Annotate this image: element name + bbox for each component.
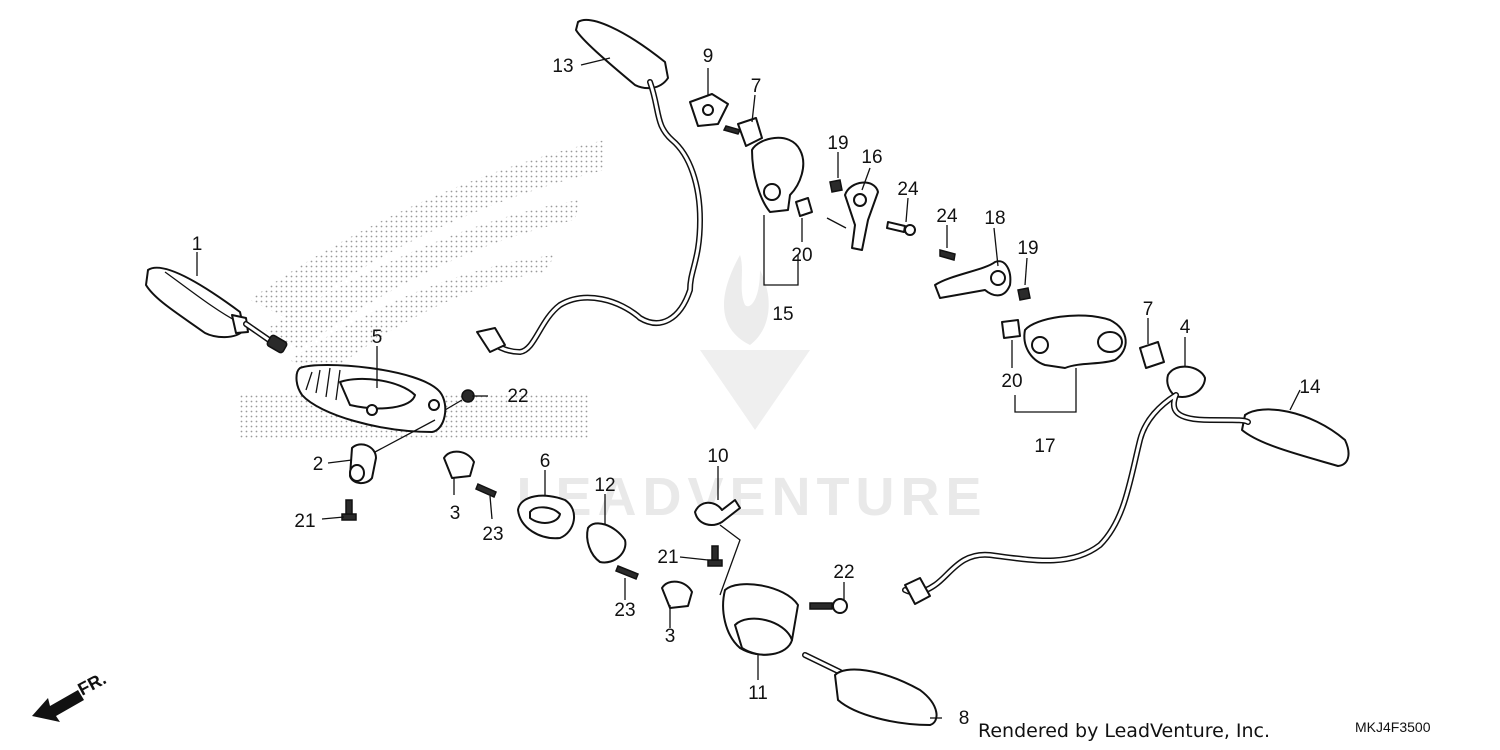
callout-16: 16 — [861, 147, 882, 168]
callout-23-lower: 23 — [614, 600, 635, 621]
callout-7-upper: 7 — [751, 76, 762, 97]
screw-part-23-left — [475, 482, 497, 499]
socket-part-12 — [586, 522, 627, 564]
screw-part-22-lower — [809, 598, 848, 614]
bolt-part-24-upper — [886, 221, 916, 236]
callout-20-upper: 20 — [791, 245, 812, 266]
lamp-housing-part-5 — [295, 364, 447, 433]
callout-20-right: 20 — [1001, 371, 1022, 392]
turn-signal-part-13 — [476, 18, 703, 355]
collar-part-7-right — [1139, 341, 1165, 369]
callout-18: 18 — [984, 208, 1005, 229]
callout-1: 1 — [192, 234, 203, 255]
watermark-logo: LEADVENTURE — [516, 255, 987, 527]
nut-part-19-right — [1017, 287, 1031, 301]
callout-19-right: 19 — [1017, 238, 1038, 259]
callout-3-lower: 3 — [665, 626, 676, 647]
callout-21-left: 21 — [294, 511, 315, 532]
nut-part-19-upper — [829, 179, 843, 193]
collar-part-7-upper — [722, 117, 763, 147]
plate-part-16 — [844, 181, 879, 251]
callout-labels: 1 2 3 3 4 5 6 7 7 8 9 10 11 12 13 14 15 … — [192, 46, 1321, 729]
callout-4: 4 — [1180, 317, 1191, 338]
clip-part-3-lower — [661, 580, 693, 609]
callout-14: 14 — [1299, 377, 1321, 398]
bracket-part-17 — [1001, 314, 1127, 369]
callout-13: 13 — [552, 56, 573, 77]
callout-11: 11 — [748, 683, 768, 704]
turn-signal-part-1 — [145, 266, 288, 354]
clip-part-3-left — [443, 450, 475, 479]
bracket-part-15 — [751, 136, 813, 217]
screw-part-21-left — [341, 499, 357, 521]
callout-22-left: 22 — [507, 386, 528, 407]
callout-12: 12 — [594, 475, 615, 496]
callout-17: 17 — [1034, 436, 1055, 457]
turn-signal-part-14 — [902, 392, 1350, 605]
bracket-part-18 — [934, 249, 1012, 299]
callout-23-left: 23 — [482, 524, 503, 545]
callout-22-lower: 22 — [833, 562, 854, 583]
callout-2: 2 — [313, 454, 324, 475]
clip-part-10 — [694, 499, 741, 526]
callout-6: 6 — [540, 451, 551, 472]
socket-part-11 — [722, 583, 799, 656]
callout-9: 9 — [703, 46, 714, 67]
grommet-part-4 — [1166, 365, 1206, 398]
callout-5: 5 — [372, 327, 383, 348]
screw-part-21-lower — [707, 545, 723, 567]
rendered-by-text: Rendered by LeadVenture, Inc. — [978, 720, 1271, 742]
callout-7-right: 7 — [1143, 299, 1154, 320]
callout-19-upper: 19 — [827, 133, 848, 154]
diagram-code: MKJ4F3500 — [1355, 719, 1431, 735]
callout-24-right: 24 — [936, 206, 958, 227]
front-arrow-icon — [32, 690, 84, 722]
callout-3-left: 3 — [450, 503, 461, 524]
callout-8: 8 — [959, 708, 970, 729]
turn-signal-part-8 — [802, 652, 938, 726]
callout-15: 15 — [772, 304, 793, 325]
callout-24-upper: 24 — [897, 179, 919, 200]
leader-lines — [196, 57, 1301, 719]
ring-part-6 — [517, 494, 575, 540]
watermark-text: LEADVENTURE — [516, 467, 987, 527]
grommet-part-9 — [689, 93, 729, 127]
socket-part-2 — [349, 419, 436, 484]
callout-10: 10 — [707, 446, 728, 467]
callout-21-lower: 21 — [657, 547, 678, 568]
screw-part-23-lower — [615, 565, 639, 580]
